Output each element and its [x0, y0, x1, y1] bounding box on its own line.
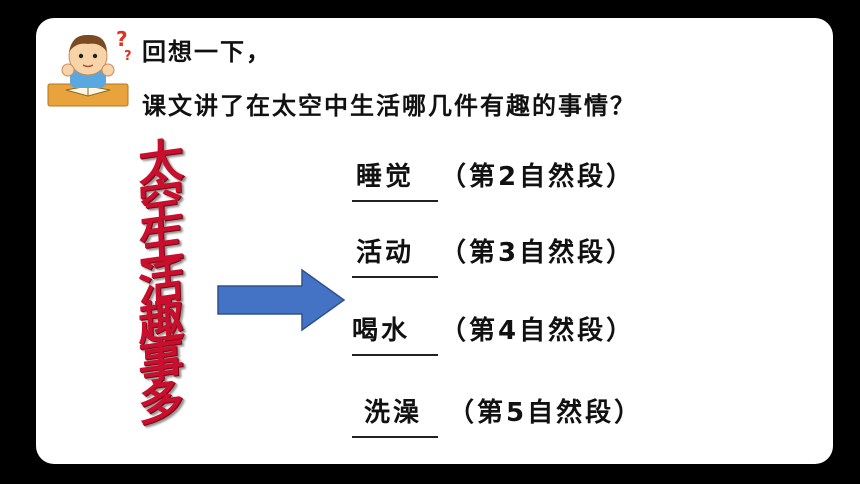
slide-panel: ? ? 回想一下， 课文讲了在太空中生活哪几件有趣的事情？ 太 空 生 活 趣 …: [36, 18, 833, 464]
item-name: 洗澡: [364, 398, 423, 428]
svg-text:?: ?: [124, 49, 132, 64]
answer-underline: [352, 436, 438, 438]
item-name: 睡觉: [356, 162, 415, 192]
item-name: 活动: [356, 238, 415, 268]
vertical-title-char: 多: [137, 371, 185, 433]
answer-underline: [352, 200, 438, 202]
svg-text:?: ?: [116, 27, 128, 51]
item-paragraph: （第2自然段）: [440, 162, 636, 192]
activity-list: 睡觉 （第2自然段） 活动 （第3自然段） 喝水 （第4自然段） 洗澡 （第5自…: [352, 18, 812, 464]
right-arrow-icon: [217, 268, 346, 332]
answer-underline: [352, 276, 438, 278]
list-item: 睡觉 （第2自然段）: [352, 154, 812, 204]
item-name: 喝水: [352, 316, 411, 346]
thinking-boy-icon: ? ?: [47, 27, 132, 107]
item-paragraph: （第3自然段）: [440, 238, 636, 268]
vertical-title: 太 空 生 活 趣 事 多: [126, 132, 196, 433]
list-item: 洗澡 （第5自然段）: [352, 390, 812, 440]
item-paragraph: （第5自然段）: [448, 398, 644, 428]
prompt-line-1: 回想一下，: [142, 38, 272, 66]
answer-underline: [352, 354, 438, 356]
prompt-line-2: 课文讲了在太空中生活哪几件有趣的事情？: [142, 92, 636, 120]
list-item: 活动 （第3自然段）: [352, 230, 812, 280]
list-item: 喝水 （第4自然段）: [352, 308, 812, 358]
item-paragraph: （第4自然段）: [440, 316, 636, 346]
